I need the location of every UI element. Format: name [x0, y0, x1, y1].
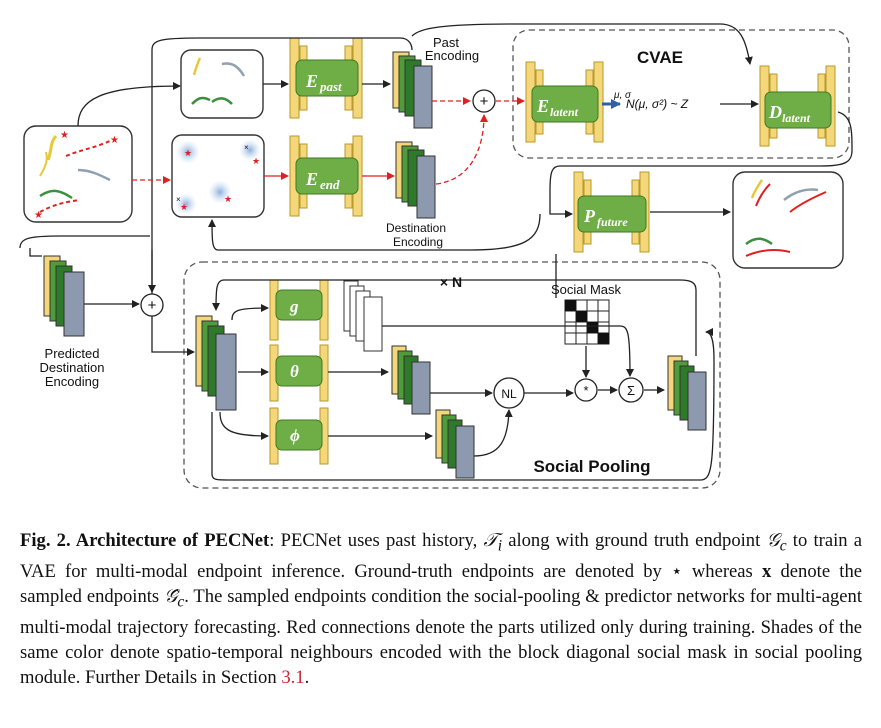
sum-operator: Σ — [618, 377, 644, 403]
normal-z-label: N(μ, σ²) ~ Z — [626, 97, 689, 111]
svg-text:★: ★ — [252, 156, 260, 166]
past-encoding-stack — [392, 51, 433, 129]
connections — [19, 23, 853, 481]
svg-text:★: ★ — [34, 210, 43, 221]
phi-output-stack — [435, 409, 475, 479]
g-output-stack — [343, 280, 383, 352]
svg-text:★: ★ — [110, 135, 119, 146]
social-mask-label: Social Mask — [551, 282, 622, 297]
theta-label: θ — [290, 362, 299, 381]
past-trajectory-panel — [180, 49, 264, 119]
e-past-label: E — [305, 71, 318, 91]
svg-text:*: * — [583, 383, 588, 398]
p-future-label: P — [583, 206, 596, 226]
predicted-destination-label-3: Encoding — [45, 374, 99, 389]
e-latent-encoder: E latent — [525, 61, 604, 143]
predicted-destination-stack — [43, 255, 85, 337]
p-future-predictor: P future — [573, 171, 650, 253]
social-pooling-label: Social Pooling — [533, 457, 650, 476]
plus-operator-left: + — [140, 293, 164, 317]
social-output-stack — [667, 355, 707, 431]
d-latent-decoder: D latent — [759, 65, 836, 147]
multiply-operator: * — [574, 378, 598, 402]
svg-text:latent: latent — [782, 111, 811, 125]
svg-text:NL: NL — [501, 387, 517, 401]
social-pooling-box — [183, 261, 721, 489]
svg-text:★: ★ — [60, 130, 69, 141]
phi-module: ϕ — [269, 407, 329, 465]
e-latent-label: E — [536, 96, 549, 116]
social-mask-grid — [564, 299, 610, 345]
svg-text:+: + — [480, 93, 489, 110]
mu-sigma-label: μ, σ — [613, 90, 632, 101]
phi-label: ϕ — [290, 426, 300, 445]
svg-text:end: end — [320, 177, 340, 192]
theta-module: θ — [269, 344, 329, 402]
svg-text:Σ: Σ — [627, 383, 635, 398]
architecture-diagram: ★ ★ ★ ★ ★ ★ ★ × × — [19, 23, 853, 489]
e-past-encoder: E past — [289, 37, 363, 119]
svg-text:future: future — [597, 215, 628, 229]
destination-encoding-label-2: Encoding — [393, 235, 443, 249]
cvae-box — [512, 29, 850, 159]
predicted-destination-label-1: Predicted — [45, 346, 100, 361]
destination-encoding-label-1: Destination — [386, 221, 446, 235]
e-end-encoder: E end — [289, 135, 363, 217]
svg-text:latent: latent — [550, 105, 579, 119]
caption-title: Fig. 2. Architecture of PECNet — [20, 530, 270, 551]
input-trajectories-panel: ★ ★ ★ — [23, 125, 133, 223]
svg-text:★: ★ — [184, 148, 192, 158]
figure-caption: Fig. 2. Architecture of PECNet: PECNet u… — [20, 530, 863, 689]
g-module: g — [269, 279, 329, 341]
destination-encoding-stack — [395, 141, 436, 219]
cvae-label: CVAE — [637, 48, 683, 67]
endpoint-panel: ★ ★ ★ ★ × × — [171, 134, 265, 218]
plus-operator-top: + — [472, 89, 496, 113]
svg-text:+: + — [148, 297, 157, 314]
past-encoding-label-2: Encoding — [425, 48, 479, 63]
nl-operator: NL — [493, 377, 525, 409]
svg-text:past: past — [319, 79, 342, 94]
output-trajectories-panel — [732, 171, 844, 269]
e-end-label: E — [305, 169, 318, 189]
g-label: g — [289, 297, 299, 316]
social-input-stack — [195, 315, 237, 411]
svg-text:×: × — [244, 143, 249, 152]
svg-text:×: × — [176, 195, 181, 204]
past-encoding-label-1: Past — [433, 35, 459, 50]
predicted-destination-label-2: Destination — [39, 360, 104, 375]
svg-text:★: ★ — [180, 202, 188, 212]
svg-text:★: ★ — [224, 194, 232, 204]
section-reference-link[interactable]: 3.1 — [281, 667, 305, 689]
theta-output-stack — [391, 345, 431, 415]
times-n-label: × N — [440, 274, 462, 290]
d-latent-label: D — [768, 102, 782, 122]
